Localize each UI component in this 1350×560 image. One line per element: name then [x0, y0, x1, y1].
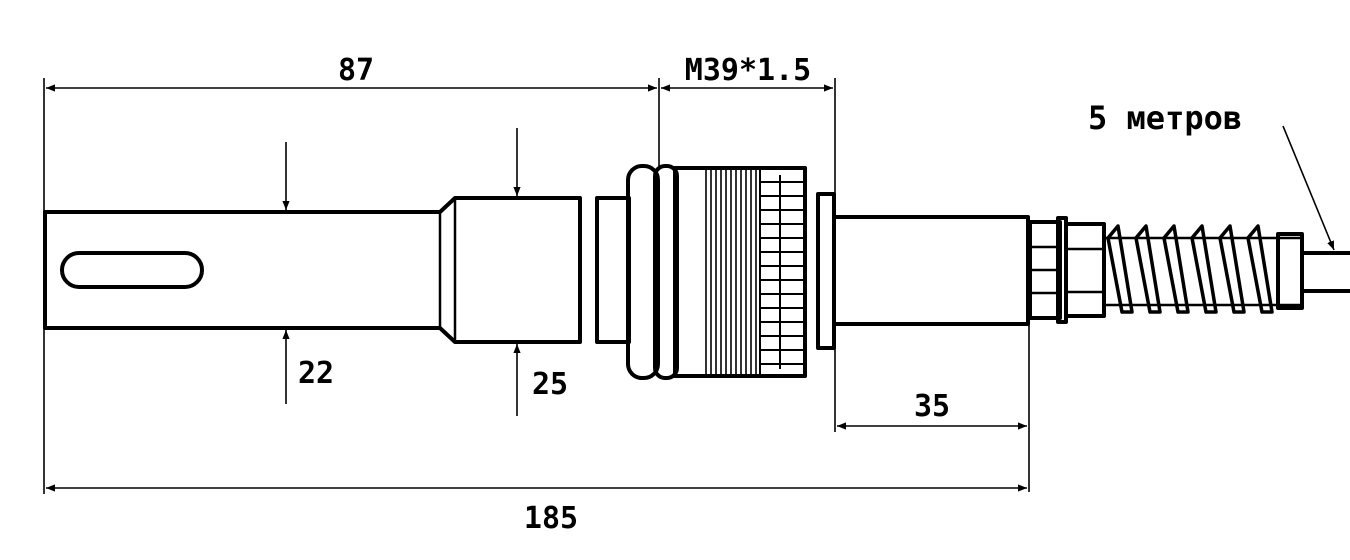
dimension-185: 185: [43, 328, 1027, 536]
sensor-slot: [60, 251, 204, 289]
dimension-22-label: 22: [298, 356, 334, 391]
spring-coil: [1246, 224, 1274, 314]
spring-coil: [1134, 224, 1162, 314]
dimension-185-label: 185: [524, 501, 578, 536]
cable-length-label: 5 метров: [1088, 99, 1242, 137]
sealing-ring: [626, 164, 679, 380]
dimension-87-label: 87: [338, 53, 374, 88]
dimension-thread-label: M39*1.5: [685, 53, 811, 88]
strain-relief-spring: [1104, 224, 1304, 314]
dimension-35: 35: [834, 324, 1030, 492]
dimension-87: 87: [43, 53, 660, 212]
spring-coil: [1190, 224, 1218, 314]
dimension-25-label: 25: [532, 367, 568, 402]
cable: [1302, 251, 1350, 293]
cable-gland: [1028, 216, 1106, 324]
dimension-25: 25: [513, 128, 568, 416]
probe-shaft: [43, 196, 582, 344]
dimension-22: 22: [282, 142, 334, 404]
dimension-35-label: 35: [914, 389, 950, 424]
collar: [595, 196, 631, 344]
spring-coil: [1218, 224, 1246, 314]
flange: [816, 192, 836, 350]
sensor-body: [832, 215, 1030, 326]
spring-coil: [1162, 224, 1190, 314]
cable-length-callout: 5 метров: [1088, 99, 1335, 251]
nut-teeth: [759, 168, 805, 376]
dimension-thread: M39*1.5: [661, 53, 836, 194]
spring-coil: [1106, 224, 1134, 314]
threaded-nut: [673, 166, 807, 378]
